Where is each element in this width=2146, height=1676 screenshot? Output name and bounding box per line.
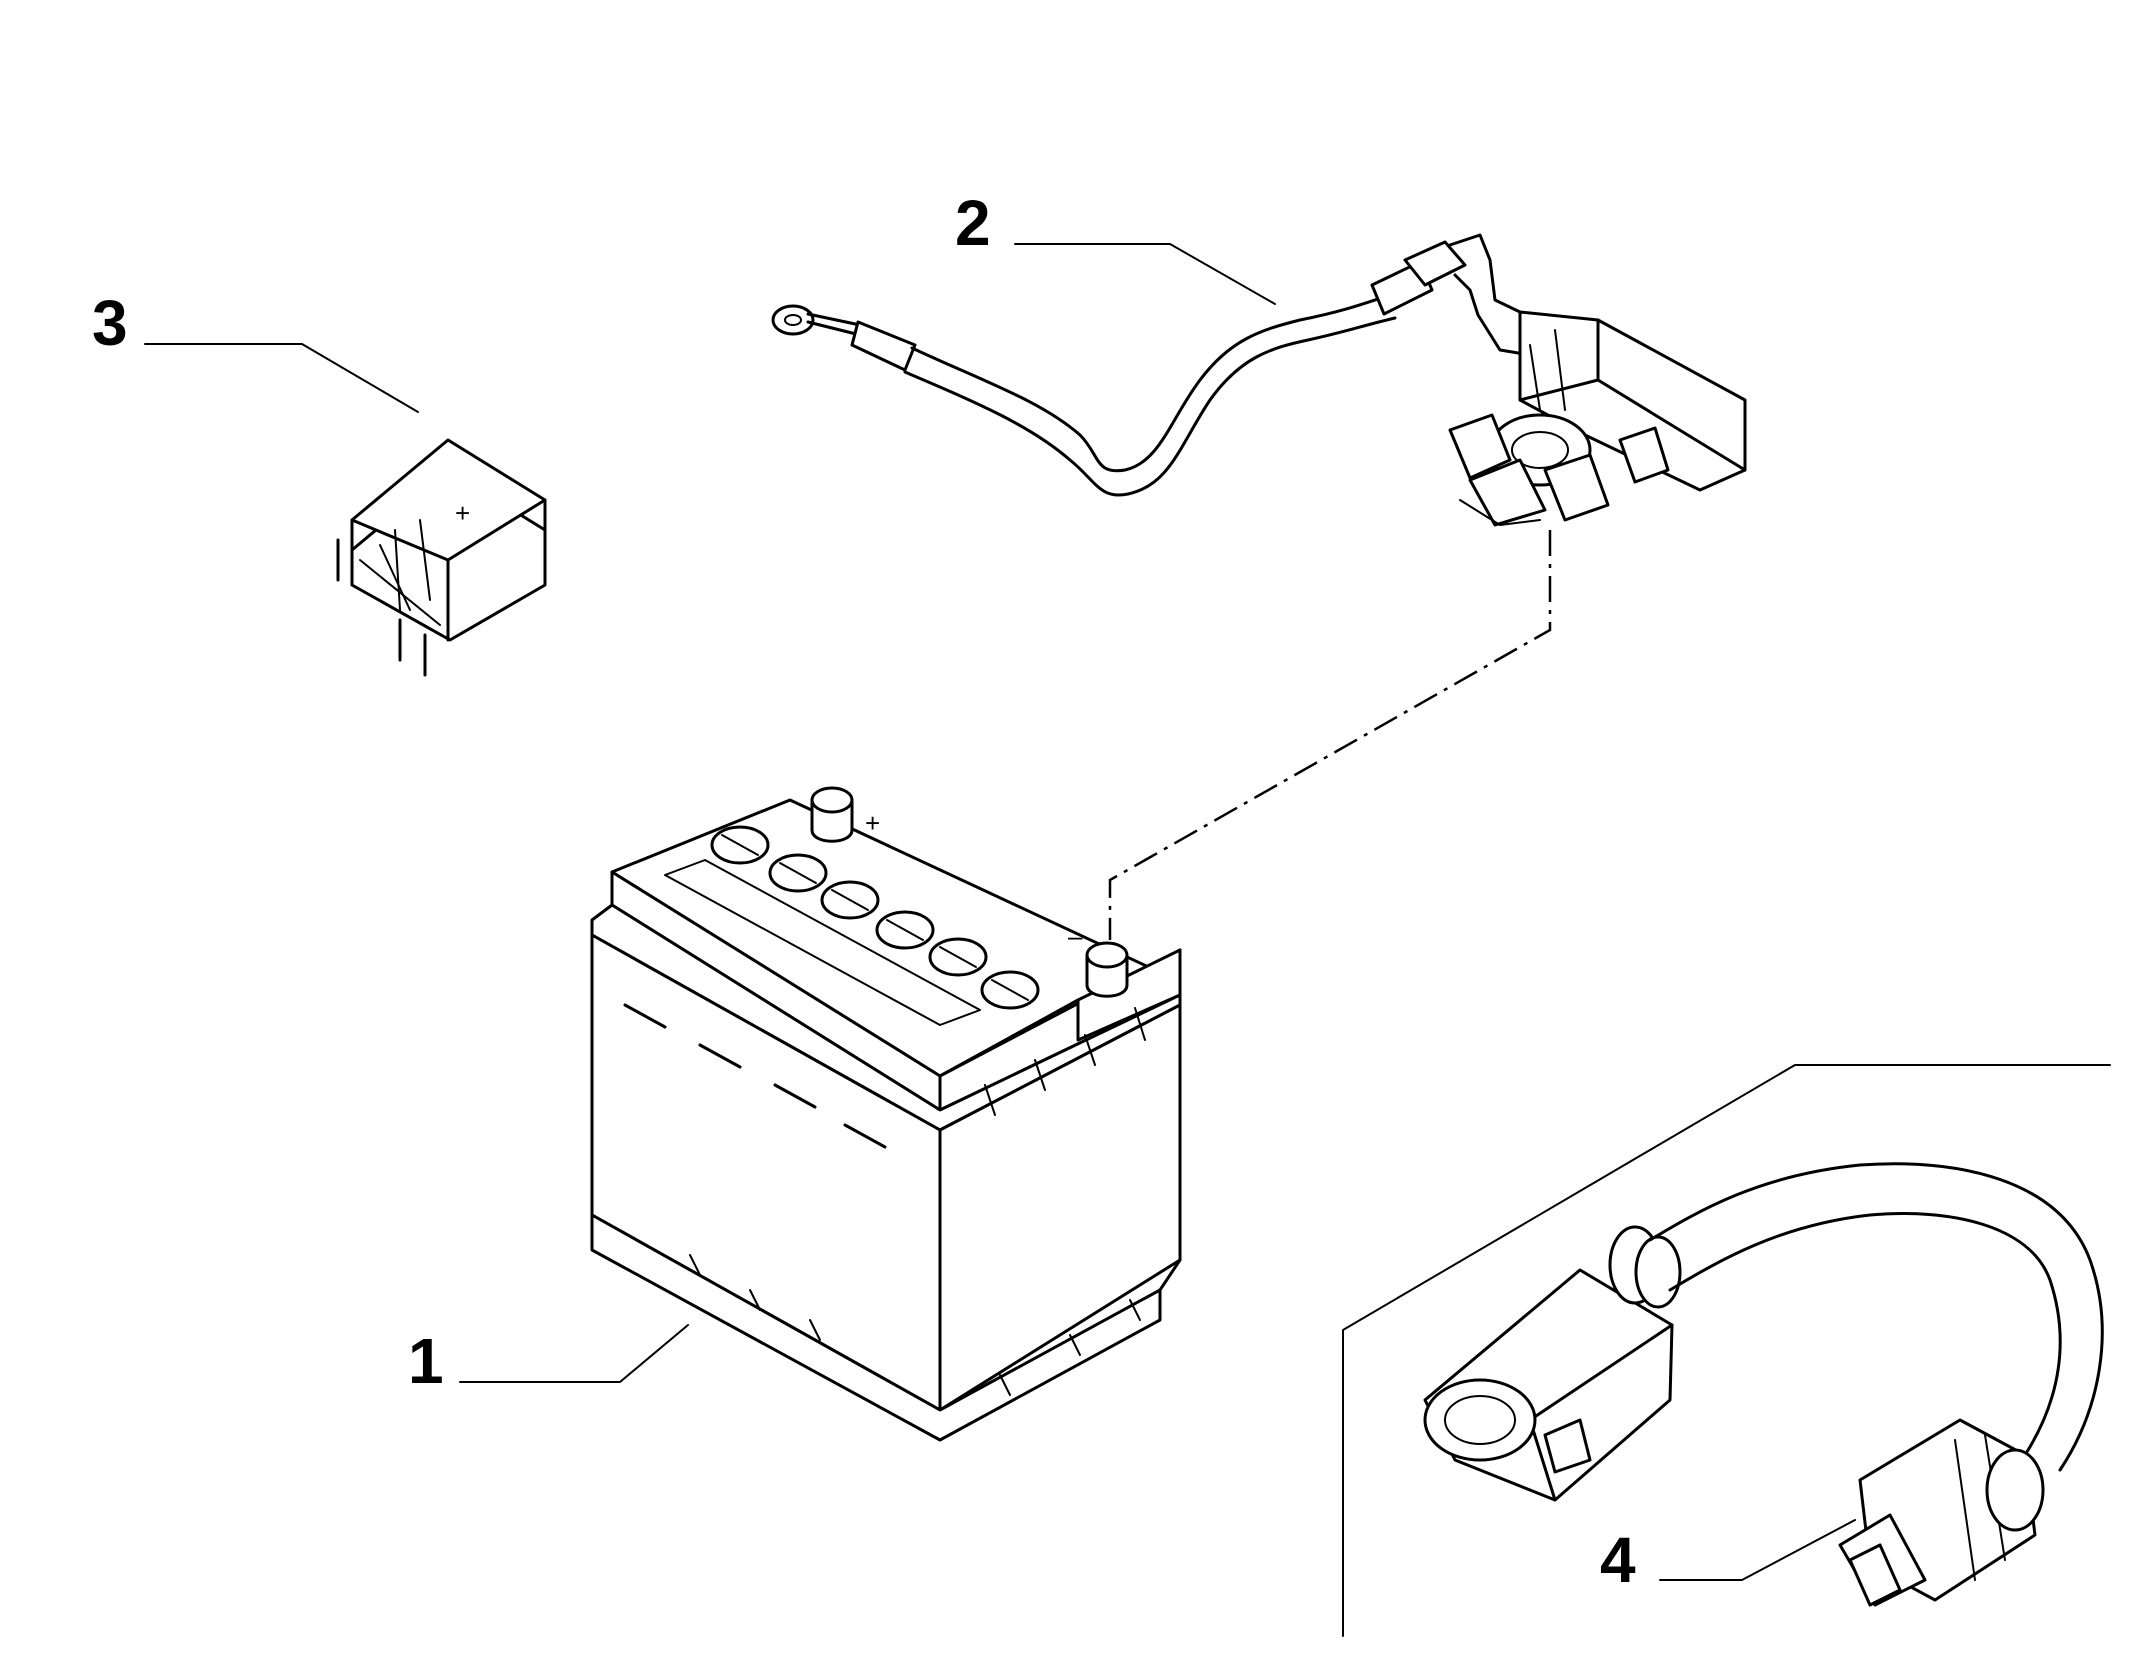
callout-4-leader xyxy=(1659,1519,1856,1581)
callout-3: 3 xyxy=(92,287,128,359)
cover-plus-mark: + xyxy=(455,498,470,528)
callout-1: 1 xyxy=(408,1325,444,1397)
sensor-harness-part[interactable] xyxy=(1423,1162,2104,1607)
negative-cable-part[interactable] xyxy=(771,233,1747,527)
callout-2: 2 xyxy=(955,187,991,259)
assembly-line xyxy=(1108,530,1552,940)
battery-part[interactable]: + – xyxy=(590,786,1182,1442)
terminal-cover-part[interactable]: + xyxy=(336,438,547,677)
callout-4: 4 xyxy=(1600,1524,1636,1596)
callout-1-leader xyxy=(459,1324,689,1383)
inset-frame xyxy=(1342,1064,2111,1637)
battery-plus-mark: + xyxy=(865,808,880,838)
callout-2-leader xyxy=(1014,243,1276,305)
battery-minus-mark: – xyxy=(1068,921,1083,951)
cell-caps xyxy=(710,825,1040,1010)
callout-3-leader xyxy=(144,343,419,413)
